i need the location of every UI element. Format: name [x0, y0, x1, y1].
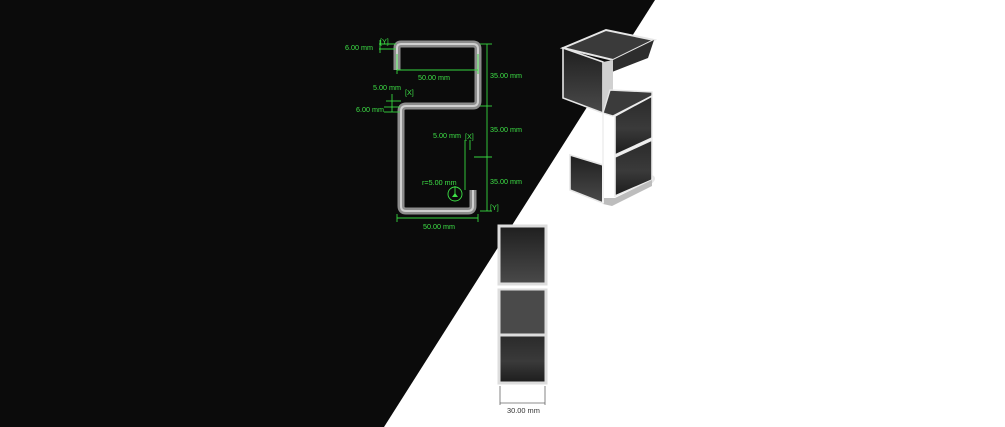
axis-tag-inner: [X] — [465, 132, 474, 141]
dim-upper-height: 35.00 mm — [490, 71, 522, 80]
dim-bottom-width: 50.00 mm — [423, 222, 455, 231]
dim-bend-radius: r=5.00 mm — [422, 178, 457, 187]
dim-middle-height: 35.00 mm — [490, 125, 522, 134]
dim-inner-lip: 5.00 mm — [433, 131, 461, 140]
dimension-lines — [379, 40, 492, 222]
axis-tag-mid: [X] — [405, 88, 414, 97]
axis-tag-bottom: [Y] — [490, 203, 499, 212]
dim-mid-thickness: 6.00 mm — [356, 105, 384, 114]
dim-depth: 30.00 mm — [507, 406, 540, 415]
dark-background-region — [0, 0, 655, 427]
isometric-hook-model — [559, 28, 658, 206]
side-view-profile — [497, 224, 548, 405]
dim-top-width: 50.00 mm — [418, 73, 450, 82]
dim-lower-height: 35.00 mm — [490, 177, 522, 186]
dim-lip-offset: 5.00 mm — [373, 83, 401, 92]
axis-tag-top: [Y] — [380, 37, 389, 46]
dim-top-thickness: 6.00 mm — [345, 43, 373, 52]
